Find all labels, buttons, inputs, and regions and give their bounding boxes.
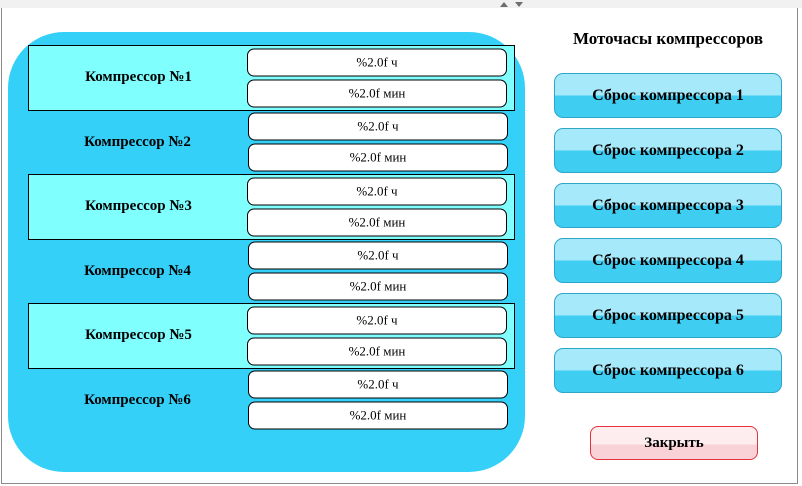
hours-display: %2.0f ч — [248, 370, 508, 399]
reset-compressor-2-button[interactable]: Сброс компрессора 2 — [554, 128, 782, 173]
minutes-display: %2.0f мин — [247, 337, 507, 366]
compressor-rows: Компрессор №1 %2.0f ч %2.0f мин Компресс… — [28, 45, 515, 432]
compressor-label: Компрессор №4 — [84, 262, 191, 279]
minutes-display: %2.0f мин — [247, 208, 507, 237]
hours-display: %2.0f ч — [247, 177, 507, 206]
reset-compressor-3-button[interactable]: Сброс компрессора 3 — [554, 183, 782, 228]
compressor-label: Компрессор №2 — [84, 133, 191, 150]
value-fields: %2.0f ч %2.0f мин — [247, 177, 507, 237]
scroll-strip — [0, 0, 802, 8]
compressor-row-2: Компрессор №2 %2.0f ч %2.0f мин — [28, 111, 515, 175]
hours-display: %2.0f ч — [248, 112, 508, 141]
close-button[interactable]: Закрыть — [590, 426, 758, 460]
reset-compressor-4-button[interactable]: Сброс компрессора 4 — [554, 238, 782, 283]
hours-display: %2.0f ч — [248, 241, 508, 270]
scroll-up-icon[interactable] — [500, 2, 508, 7]
value-fields: %2.0f ч %2.0f мин — [247, 48, 507, 108]
minutes-display: %2.0f мин — [248, 401, 508, 430]
value-fields: %2.0f ч %2.0f мин — [248, 370, 508, 430]
compressor-label: Компрессор №1 — [85, 69, 192, 86]
minutes-display: %2.0f мин — [248, 272, 508, 301]
reset-compressor-1-button[interactable]: Сброс компрессора 1 — [554, 73, 782, 118]
compressor-label: Компрессор №6 — [84, 391, 191, 408]
minutes-display: %2.0f мин — [248, 143, 508, 172]
compressor-label: Компрессор №5 — [85, 327, 192, 344]
compressor-row-6: Компрессор №6 %2.0f ч %2.0f мин — [28, 369, 515, 433]
value-fields: %2.0f ч %2.0f мин — [248, 112, 508, 172]
compressor-row-5: Компрессор №5 %2.0f ч %2.0f мин — [28, 303, 515, 369]
compressor-hours-panel: Компрессор №1 %2.0f ч %2.0f мин Компресс… — [8, 32, 525, 472]
reset-compressor-6-button[interactable]: Сброс компрессора 6 — [554, 348, 782, 393]
reset-compressor-5-button[interactable]: Сброс компрессора 5 — [554, 293, 782, 338]
value-fields: %2.0f ч %2.0f мин — [248, 241, 508, 301]
compressor-label: Компрессор №3 — [85, 198, 192, 215]
hours-display: %2.0f ч — [247, 306, 507, 335]
reset-button-column: Сброс компрессора 1 Сброс компрессора 2 … — [554, 73, 782, 403]
minutes-display: %2.0f мин — [247, 79, 507, 108]
compressor-row-4: Компрессор №4 %2.0f ч %2.0f мин — [28, 240, 515, 304]
compressor-row-1: Компрессор №1 %2.0f ч %2.0f мин — [28, 45, 515, 111]
compressor-row-3: Компрессор №3 %2.0f ч %2.0f мин — [28, 174, 515, 240]
value-fields: %2.0f ч %2.0f мин — [247, 306, 507, 366]
hours-display: %2.0f ч — [247, 48, 507, 77]
page-title: Моточасы компрессоров — [572, 29, 764, 48]
scroll-down-icon[interactable] — [515, 2, 523, 7]
